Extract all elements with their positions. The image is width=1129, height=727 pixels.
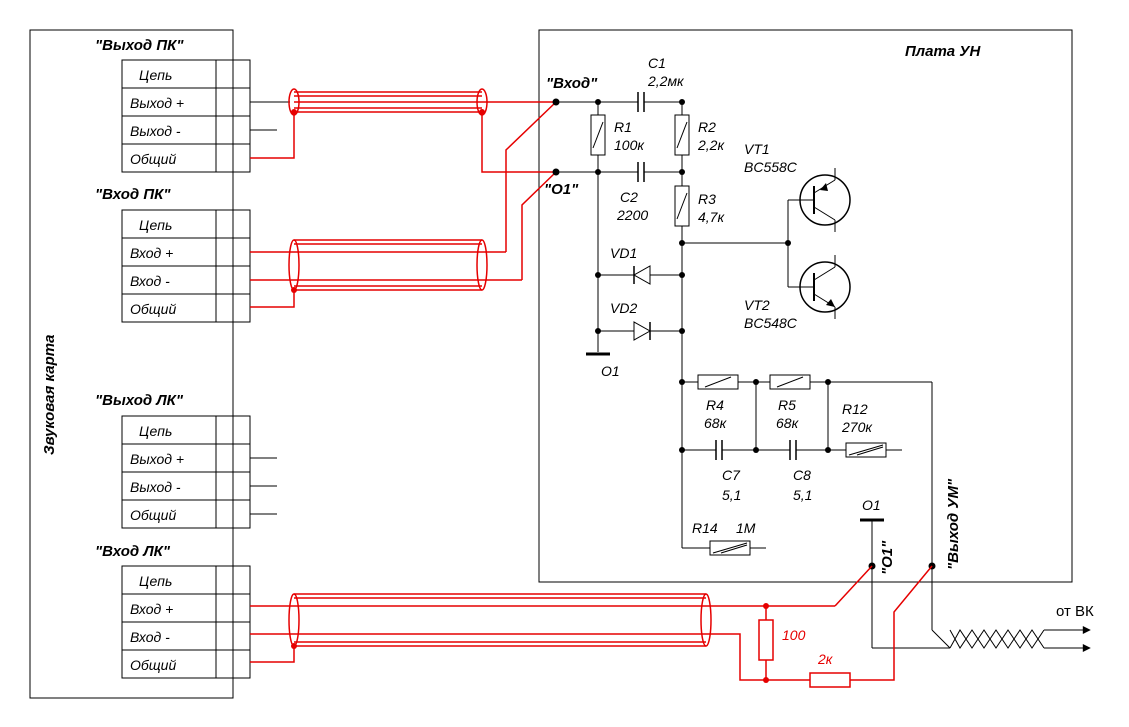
row-label: Вход -	[130, 629, 170, 645]
sound-card-label: Звуковая карта	[41, 335, 58, 455]
c1-value: 2,2мк	[647, 73, 685, 89]
block-output-pk: "Выход ПК" Цепь Выход + Выход - Общий	[95, 37, 251, 173]
c8-value: 5,1	[793, 487, 812, 503]
diode-section: O1 VD1 VD2	[586, 172, 685, 379]
r100-label: 100	[782, 627, 806, 643]
r2-name: R2	[698, 119, 716, 135]
row-label: Цепь	[139, 67, 172, 83]
o1-label: "O1"	[544, 181, 579, 198]
from-vk-label: от ВК	[1056, 603, 1094, 620]
cable-input-lk: 100 2к	[250, 565, 933, 688]
block-title: "Вход ПК"	[95, 186, 171, 203]
vt2-value: BC548C	[744, 315, 798, 331]
row-label: Выход -	[130, 123, 181, 139]
row-label: Выход +	[130, 95, 184, 111]
vt1-value: BC558C	[744, 159, 798, 175]
o1-out-label: "O1"	[879, 540, 896, 575]
row-label: Цепь	[139, 423, 172, 439]
filter-section: R4 68к R5 68к C7 5,1 C8 5,1 R12 270к	[679, 360, 932, 556]
row-label: Вход -	[130, 273, 170, 289]
block-title: "Выход ПК"	[95, 37, 184, 54]
r3-value: 4,7к	[698, 209, 725, 225]
c7-name: C7	[722, 467, 741, 483]
block-input-lk: "Вход ЛК" Цепь Вход + Вход - Общий	[95, 543, 251, 679]
ground-label: O1	[601, 363, 620, 379]
cable-input-pk	[250, 101, 557, 308]
r4-name: R4	[706, 397, 724, 413]
r5-name: R5	[778, 397, 796, 413]
vd1-label: VD1	[610, 245, 637, 261]
r12-value: 270к	[841, 419, 873, 435]
row-label: Общий	[130, 301, 176, 317]
c2-value: 2200	[616, 207, 648, 223]
r4-value: 68к	[704, 415, 728, 431]
vt2-name: VT2	[744, 297, 770, 313]
r14-value: 1M	[736, 520, 756, 536]
cable-output-pk	[250, 88, 556, 173]
r3-name: R3	[698, 191, 716, 207]
row-label: Цепь	[139, 573, 172, 589]
row-label: Выход +	[130, 451, 184, 467]
row-label: Общий	[130, 507, 176, 523]
input-section: "Вход" "O1" C1 2,2мк C2 2200 R1 100к R	[544, 55, 791, 360]
r5-value: 68к	[776, 415, 800, 431]
r14-name: R14	[692, 520, 718, 536]
row-label: Общий	[130, 151, 176, 167]
output-section: O1 "O1" "Выход УМ" от ВК	[860, 382, 1094, 652]
sound-card-outline	[29, 29, 234, 699]
board-outline	[538, 29, 1073, 583]
r2k-label: 2к	[817, 651, 834, 667]
c2-name: C2	[620, 189, 638, 205]
block-output-lk: "Выход ЛК" Цепь Выход + Выход - Общий	[95, 392, 277, 529]
r2-value: 2,2к	[697, 137, 725, 153]
input-label: "Вход"	[546, 75, 598, 92]
row-label: Общий	[130, 657, 176, 673]
block-input-pk: "Вход ПК" Цепь Вход + Вход - Общий	[95, 186, 251, 323]
r12-name: R12	[842, 401, 868, 417]
row-label: Вход +	[130, 601, 173, 617]
o1-top-label: O1	[862, 497, 881, 513]
out-um-label: "Выход УМ"	[945, 478, 962, 570]
row-label: Цепь	[139, 217, 172, 233]
c7-value: 5,1	[722, 487, 741, 503]
block-title: "Вход ЛК"	[95, 543, 171, 560]
row-label: Выход -	[130, 479, 181, 495]
r1-value: 100к	[614, 137, 645, 153]
board-title: Плата УН	[905, 43, 981, 60]
vd2-label: VD2	[610, 300, 637, 316]
r1-name: R1	[614, 119, 632, 135]
c1-name: C1	[648, 55, 666, 71]
row-label: Вход +	[130, 245, 173, 261]
transistor-section: VT1 BC558C VT2 BC548C	[744, 141, 851, 331]
vt1-name: VT1	[744, 141, 770, 157]
c8-name: C8	[793, 467, 811, 483]
block-title: "Выход ЛК"	[95, 392, 184, 409]
